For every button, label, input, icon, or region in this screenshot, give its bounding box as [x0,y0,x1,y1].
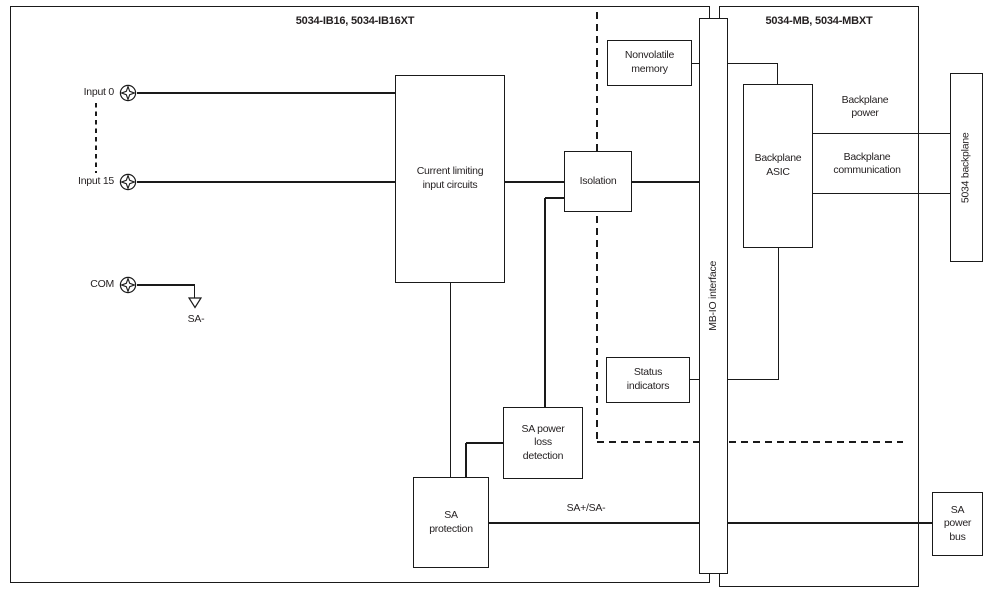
input15-label: Input 15 [78,175,114,187]
wire-backplane-communication [813,192,950,194]
com-label: COM [90,278,114,290]
wire-input15 [137,181,395,183]
wire-isolation-mbio [632,181,699,183]
screw-terminal-icon [119,276,137,294]
backplane-power-label: Backplane power [841,94,889,120]
status-indicators-label: Status indicators [626,366,670,392]
wire-nonvolatile-asic [692,62,778,64]
wire-saloss-tap-horizontal [466,442,503,444]
sa-protection-block: SA protection [413,477,489,568]
input-range-dashed-line [95,103,97,173]
wire-com-drop [194,285,196,298]
wire-currentlimiting-saprotection [450,283,452,477]
isolation-boundary-dashed-horizontal [597,441,903,443]
current-limiting-label: Current limiting input circuits [416,165,484,191]
nonvolatile-memory-label: Nonvolatile memory [624,49,675,75]
isolation-boundary-dashed-vertical [596,12,598,442]
mb-io-interface-block: MB-IO interface [699,18,728,574]
wire-isolation-saloss-vertical [544,198,546,407]
input0-label: Input 0 [83,86,115,98]
left-module-title: 5034-IB16, 5034-IB16XT [295,15,415,27]
sa-power-loss-detection-block: SA power loss detection [503,407,583,479]
wire-asic-top-drop [777,63,779,84]
screw-terminal-icon [119,84,137,102]
status-indicators-block: Status indicators [606,357,690,403]
wire-com [137,284,195,286]
isolation-block: Isolation [564,151,632,212]
wire-asic-bottom-drop [778,248,780,379]
right-module-title: 5034-MB, 5034-MBXT [765,15,873,27]
sa-protection-label: SA protection [429,508,473,535]
ground-arrow-icon [187,297,203,309]
sa-power-bus-label: SA power bus [943,503,972,543]
wire-backplane-power [813,132,950,134]
wire-saloss-saprotection-vertical [465,443,467,477]
mb-io-interface-label: MB-IO interface [706,261,719,331]
wire-isolation-tap-horizontal [545,197,564,199]
backplane-communication-label: Backplane communication [833,151,901,177]
backplane-5034-label: 5034 backplane [959,132,972,203]
backplane-asic-label: Backplane ASIC [754,152,802,178]
nonvolatile-memory-block: Nonvolatile memory [607,40,692,86]
backplane-asic-block: Backplane ASIC [743,84,813,248]
wire-currentlimiting-isolation [505,181,564,183]
sa-bus-label: SA+/SA- [566,502,606,514]
current-limiting-block: Current limiting input circuits [395,75,505,283]
sa-minus-label: SA- [187,313,205,325]
screw-terminal-icon [119,173,137,191]
isolation-label: Isolation [579,174,617,187]
sa-power-loss-detection-label: SA power loss detection [521,422,565,462]
wire-status-asic [690,378,779,380]
wire-input0 [137,92,395,94]
backplane-5034-block: 5034 backplane [950,73,983,262]
sa-power-bus-block: SA power bus [932,492,983,556]
